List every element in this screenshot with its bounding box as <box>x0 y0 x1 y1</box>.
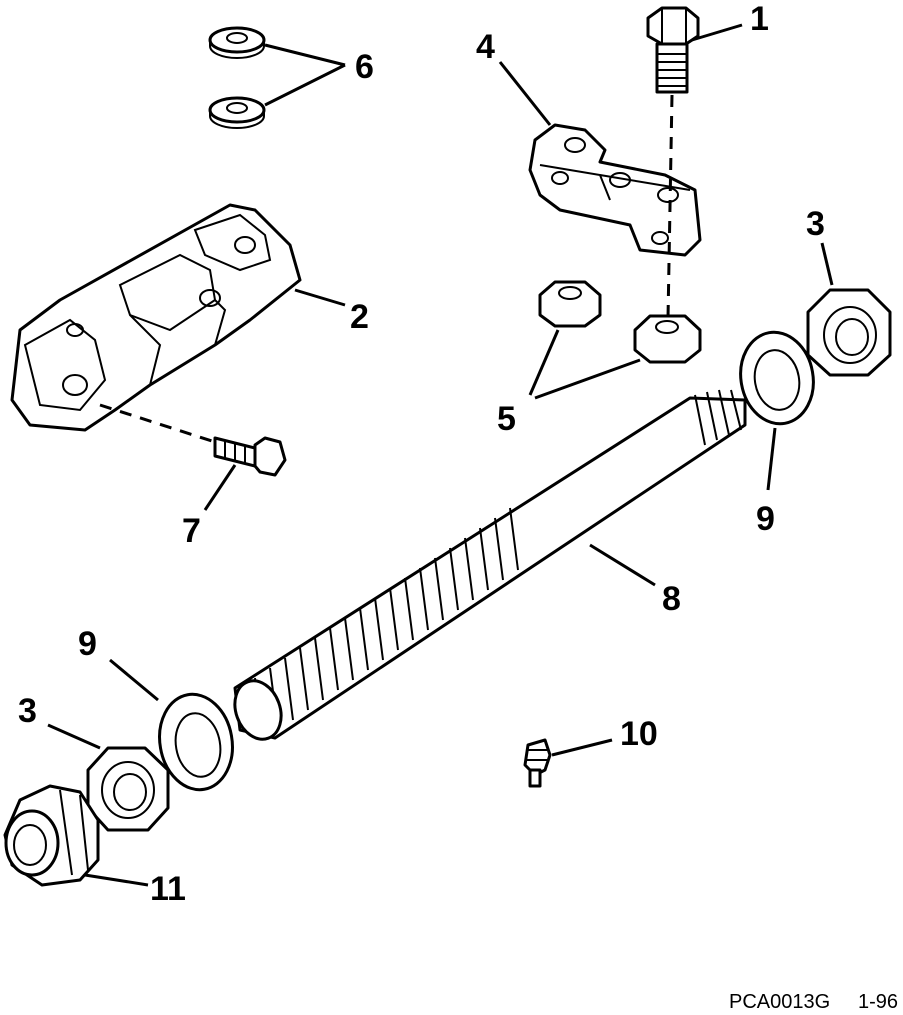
part-3-nuts <box>86 288 892 832</box>
callout-4: 4 <box>476 28 495 66</box>
part-5-nuts <box>538 280 702 364</box>
nut-3-right <box>806 288 892 377</box>
callout-3-left: 3 <box>18 692 37 730</box>
part-2-housing <box>10 203 302 432</box>
nut-left <box>538 280 602 328</box>
callout-6: 6 <box>355 48 374 86</box>
callout-5: 5 <box>497 400 516 438</box>
nut-3-left <box>86 746 170 832</box>
callout-9-right: 9 <box>756 500 775 538</box>
part-7-small-bolt <box>213 436 287 477</box>
part-8-threaded-rod <box>233 389 747 741</box>
figure-date: 1-96 <box>858 991 898 1013</box>
part-10-fitting <box>523 738 552 788</box>
part-11-cap-nut <box>3 784 100 887</box>
washer-lower <box>208 96 266 129</box>
nut-right <box>633 314 702 364</box>
part-4-bracket <box>528 123 702 257</box>
callout-1: 1 <box>750 0 769 38</box>
callout-9-left: 9 <box>78 625 97 663</box>
figure-id: PCA0013G <box>729 991 830 1013</box>
part-1-bolt <box>646 6 700 94</box>
callout-7: 7 <box>182 512 201 550</box>
washer-upper <box>208 26 266 59</box>
callout-3-right: 3 <box>806 205 825 243</box>
callout-11: 11 <box>150 870 186 908</box>
washer-9-right <box>739 330 815 426</box>
callout-10: 10 <box>620 715 658 753</box>
align-line-bolt-nut <box>666 94 674 319</box>
part-9-washers <box>158 330 815 792</box>
callout-8: 8 <box>662 580 681 618</box>
washer-9-left <box>158 692 234 792</box>
leader-lines <box>47 23 834 887</box>
callout-2: 2 <box>350 298 369 336</box>
part-6-washers <box>208 26 266 129</box>
align-line-bolt7 <box>99 403 216 444</box>
